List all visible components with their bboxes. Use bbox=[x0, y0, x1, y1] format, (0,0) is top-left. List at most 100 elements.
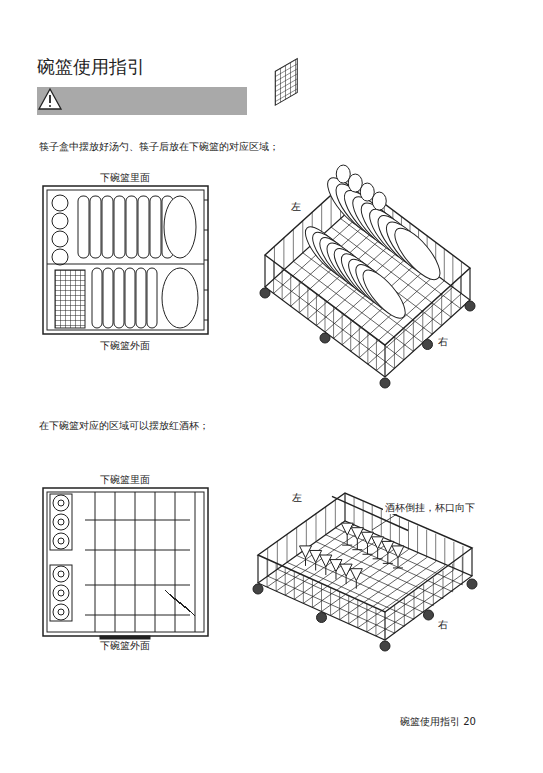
wine-glass-symbol bbox=[382, 541, 394, 563]
wire-stroke bbox=[303, 575, 304, 603]
wire-stroke bbox=[115, 492, 116, 632]
plate-symbol bbox=[114, 268, 124, 328]
wire-stroke bbox=[47, 264, 204, 265]
basket-isometric bbox=[253, 493, 477, 651]
wheel-symbol bbox=[423, 340, 433, 350]
wheel-symbol bbox=[380, 641, 390, 651]
plate-symbol bbox=[136, 268, 146, 328]
cutlery-basket bbox=[55, 270, 85, 328]
plate-symbol bbox=[92, 268, 102, 328]
wire-stroke bbox=[366, 604, 367, 632]
wire-stroke bbox=[58, 500, 64, 506]
plate-symbol bbox=[150, 196, 161, 258]
wire-stroke bbox=[165, 590, 175, 600]
wire-stroke bbox=[408, 522, 409, 550]
wheel-symbol bbox=[253, 584, 263, 594]
warning-bar bbox=[37, 87, 247, 115]
wire-stroke bbox=[423, 584, 424, 612]
wire-stroke bbox=[404, 598, 405, 626]
wire-stroke bbox=[58, 571, 64, 577]
direction-label: 左 bbox=[290, 492, 304, 504]
wire-stroke bbox=[58, 590, 64, 596]
wire-stroke bbox=[452, 564, 453, 592]
wheel-symbol bbox=[320, 333, 330, 343]
direction-label: 左 bbox=[289, 201, 303, 213]
wire-stroke bbox=[264, 255, 265, 287]
wire-stroke bbox=[394, 605, 395, 633]
wire-stroke bbox=[85, 585, 190, 586]
wire-stroke bbox=[287, 534, 288, 562]
wire-stroke bbox=[204, 290, 208, 291]
leader-line bbox=[372, 512, 400, 530]
wire-stroke bbox=[277, 569, 404, 626]
wire-stroke bbox=[267, 548, 268, 576]
wire-stroke bbox=[453, 542, 454, 570]
wire-stroke bbox=[451, 285, 452, 317]
wire-stroke bbox=[432, 302, 433, 334]
wire-stroke bbox=[58, 519, 64, 525]
wire-stroke bbox=[358, 566, 445, 628]
wine-glass-symbol bbox=[53, 495, 69, 511]
wire-stroke bbox=[85, 520, 190, 521]
wine-glass-symbol bbox=[351, 528, 363, 550]
wire-stroke bbox=[460, 277, 461, 309]
wire-stroke bbox=[399, 517, 400, 545]
wire-stroke bbox=[85, 615, 190, 616]
wire-stroke bbox=[462, 557, 463, 585]
wire-stroke bbox=[277, 541, 278, 569]
wire-stroke bbox=[471, 548, 472, 576]
warning-icon bbox=[39, 89, 61, 109]
basket-isometric bbox=[260, 59, 475, 388]
basket-frame bbox=[258, 521, 472, 640]
wine-glass-symbol bbox=[340, 564, 352, 584]
wine-glass-symbol bbox=[320, 555, 332, 575]
page-title: 碗篮使用指引 bbox=[37, 56, 145, 78]
wire-stroke bbox=[363, 501, 364, 529]
wire-stroke bbox=[433, 578, 434, 606]
bowl-symbol bbox=[164, 196, 196, 258]
wire-stroke bbox=[342, 313, 343, 345]
wire-stroke bbox=[299, 281, 300, 313]
wine-glass-symbol bbox=[310, 550, 322, 570]
basket-top-view bbox=[43, 186, 208, 334]
plate-symbol bbox=[126, 196, 137, 258]
wire-stroke bbox=[175, 598, 185, 608]
wire-stroke bbox=[452, 255, 453, 287]
wire-stroke bbox=[50, 494, 72, 550]
wine-glass-symbol bbox=[372, 537, 384, 559]
wire-stroke bbox=[426, 530, 427, 558]
wheel-symbol bbox=[467, 579, 477, 589]
wire-stroke bbox=[469, 268, 470, 300]
wire-stroke bbox=[376, 339, 377, 371]
basket-side-label: 下碗篮里面 bbox=[98, 172, 152, 184]
wheel-symbol bbox=[465, 301, 475, 311]
wheel-symbol bbox=[317, 613, 327, 623]
wire-stroke bbox=[375, 608, 376, 636]
wire-stroke bbox=[285, 567, 286, 595]
wire-stroke bbox=[322, 550, 409, 612]
wire-stroke bbox=[95, 492, 96, 632]
wire-stroke bbox=[273, 261, 274, 293]
wire-stroke bbox=[381, 509, 382, 537]
wire-stroke bbox=[293, 229, 294, 261]
wire-stroke bbox=[155, 492, 156, 632]
wire-stroke bbox=[58, 609, 64, 615]
plate-symbol bbox=[102, 196, 113, 258]
wire-stroke bbox=[58, 538, 64, 544]
basket-side-label: 下碗篮里面 bbox=[98, 474, 152, 486]
wine-glass-symbol bbox=[53, 585, 69, 601]
basket-side-label: 下碗篮外面 bbox=[98, 340, 152, 352]
wine-glass-symbol bbox=[53, 604, 69, 620]
wine-glass-symbol bbox=[362, 532, 374, 554]
wire-stroke bbox=[376, 574, 463, 636]
wire-stroke bbox=[312, 545, 399, 607]
wire-stroke bbox=[394, 336, 395, 368]
wire-stroke bbox=[296, 527, 297, 555]
basket-frame bbox=[265, 178, 470, 345]
bowl-symbol bbox=[162, 268, 198, 328]
basket-frame bbox=[265, 210, 470, 377]
wire-stroke bbox=[403, 328, 404, 360]
wire-stroke bbox=[85, 550, 190, 551]
wire-stroke bbox=[285, 533, 372, 595]
